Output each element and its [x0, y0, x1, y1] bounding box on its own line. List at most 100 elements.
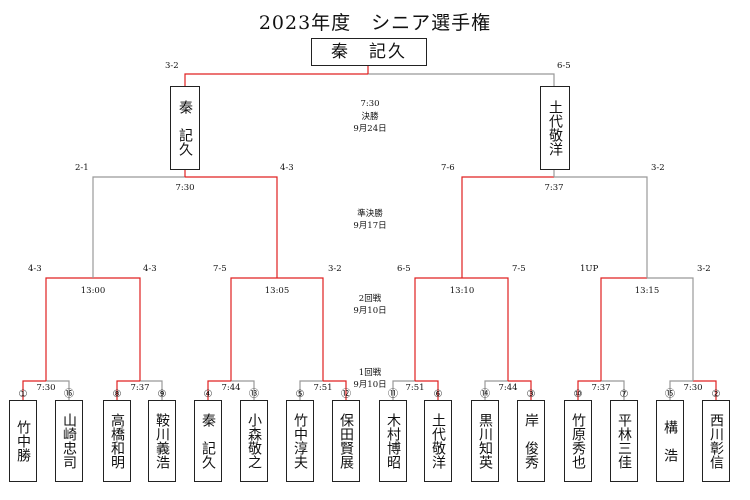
- score-r2-4a: 1UP: [580, 264, 599, 274]
- r1-match-3-loser: [231, 380, 255, 402]
- r1-match-8-loser: [669, 380, 693, 402]
- final-right: [368, 73, 555, 86]
- r2-match-2-left: [230, 277, 277, 381]
- final-date: 9月24日: [353, 124, 387, 134]
- player-2: 山崎忠司: [55, 400, 83, 482]
- time-r1-3: 7:44: [221, 383, 241, 393]
- time-r2-3: 13:10: [449, 286, 475, 296]
- semifinal-date: 9月17日: [353, 221, 387, 231]
- sf-left-b: [185, 176, 278, 278]
- r1-match-1-loser: [46, 380, 70, 402]
- time-r1-2: 7:37: [130, 383, 150, 393]
- player-3: 高橋和明: [103, 400, 131, 482]
- page-title: 2023年度 シニア選手権: [258, 12, 492, 34]
- time-r1-8: 7:30: [683, 383, 703, 393]
- seed-1: ①: [18, 389, 28, 400]
- score-sf-left-b: 4-3: [280, 163, 294, 173]
- time-r2-1: 13:00: [80, 286, 106, 296]
- r1-match-2-winner: [116, 380, 140, 402]
- time-r1-4: 7:51: [313, 383, 333, 393]
- seed-6: ⑬: [249, 389, 259, 400]
- round2-date: 9月10日: [353, 306, 387, 316]
- seed-2: ⑯: [64, 389, 74, 400]
- final-time: 7:30: [360, 99, 380, 109]
- seed-10: ⑥: [433, 389, 443, 400]
- sf-connectors: [92, 176, 648, 278]
- time-r1-5: 7:51: [405, 383, 425, 393]
- score-final-right: 6-5: [557, 61, 571, 71]
- champion-box: 秦 記久: [311, 38, 427, 66]
- time-r2-4: 13:15: [634, 286, 660, 296]
- seed-15: ⑮: [665, 389, 675, 400]
- semifinal-name: 準決勝: [357, 209, 383, 219]
- r2-match-3-left: [414, 277, 462, 381]
- r1-match-7-winner: [577, 380, 601, 402]
- final-left: [184, 73, 368, 86]
- r1-match-1-winner: [22, 380, 46, 402]
- player-15: 構 浩: [656, 400, 684, 482]
- player-9: 木村博昭: [379, 400, 407, 482]
- score-final-left: 3-2: [165, 61, 179, 71]
- player-10: 土代敬洋: [424, 400, 452, 482]
- seed-8: ⑫: [341, 389, 351, 400]
- r2-match-1-right: [93, 277, 141, 381]
- finalist-right: 土代敬洋: [540, 86, 570, 170]
- time-r1-6: 7:44: [498, 383, 518, 393]
- r2-match-2-right: [277, 277, 324, 381]
- sf-right-a: [461, 176, 554, 278]
- r1-match-4-loser: [299, 380, 323, 402]
- r1-match-8-winner: [693, 380, 717, 402]
- score-sf-right-a: 7-6: [441, 163, 455, 173]
- score-r2-1a: 4-3: [28, 264, 42, 274]
- score-r2-2b: 3-2: [328, 264, 342, 274]
- seed-4: ⑨: [157, 389, 167, 400]
- seed-11: ⑭: [480, 389, 490, 400]
- time-r1-1: 7:30: [36, 383, 56, 393]
- time-sf-left: 7:30: [175, 183, 195, 193]
- score-r2-4b: 3-2: [697, 264, 711, 274]
- r2-match-3-right: [462, 277, 509, 381]
- r1-match-5-winner: [415, 380, 439, 402]
- sf-left-a: [92, 176, 185, 278]
- score-r2-3b: 7-5: [512, 264, 526, 274]
- r1-match-5-loser: [392, 380, 415, 402]
- round1-name: 1回戦: [358, 368, 382, 378]
- r1-match-6-winner: [508, 380, 532, 402]
- player-6: 小森敬之: [240, 400, 268, 482]
- seed-7: ⑤: [295, 389, 305, 400]
- r2-match-4-right: [647, 277, 694, 381]
- score-r2-2a: 7-5: [213, 264, 227, 274]
- score-sf-right-b: 3-2: [651, 163, 665, 173]
- round2-name: 2回戦: [358, 294, 382, 304]
- player-1: 竹中勝: [9, 400, 37, 482]
- seed-16: ②: [711, 389, 721, 400]
- player-11: 黒川知英: [471, 400, 499, 482]
- player-12: 岸 俊秀: [517, 400, 545, 482]
- seed-5: ④: [203, 389, 213, 400]
- seed-14: ⑦: [619, 389, 629, 400]
- seed-9: ⑪: [388, 389, 398, 400]
- time-r1-7: 7:37: [591, 383, 611, 393]
- time-sf-right: 7:37: [544, 183, 564, 193]
- sf-right-b: [554, 176, 648, 278]
- r2-connectors: [45, 277, 694, 381]
- player-14: 平林三佳: [610, 400, 638, 482]
- r1-match-2-loser: [140, 380, 163, 402]
- r2-match-1-left: [45, 277, 93, 381]
- score-r2-3a: 6-5: [397, 264, 411, 274]
- seed-3: ⑧: [112, 389, 122, 400]
- r1-match-3-winner: [207, 380, 231, 402]
- r1-match-6-loser: [484, 380, 508, 402]
- r1-connectors: [22, 380, 717, 402]
- r2-match-4-left: [600, 277, 647, 381]
- final-name: 決勝: [361, 112, 379, 122]
- score-r2-1b: 4-3: [143, 264, 157, 274]
- seed-12: ③: [526, 389, 536, 400]
- r1-match-7-loser: [601, 380, 625, 402]
- player-13: 竹原秀也: [564, 400, 592, 482]
- finalist-left: 秦 記久: [170, 86, 200, 170]
- player-8: 保田賢展: [332, 400, 360, 482]
- player-4: 鞍川義浩: [148, 400, 176, 482]
- player-7: 竹中淳夫: [286, 400, 314, 482]
